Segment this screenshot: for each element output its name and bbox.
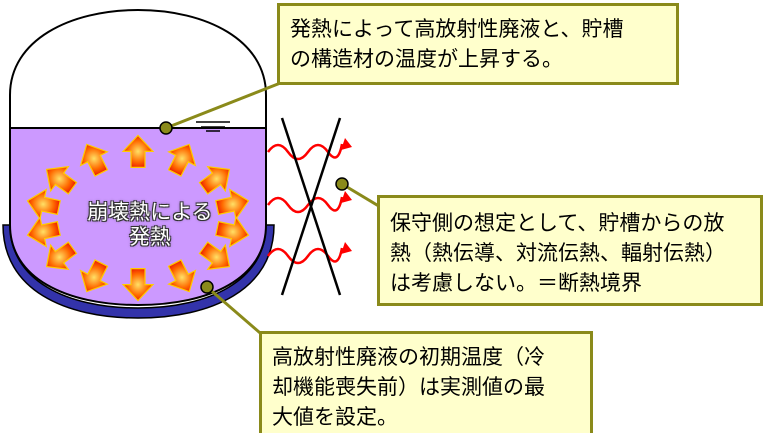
tank-outline — [9, 8, 267, 307]
heat-arrow — [79, 259, 109, 293]
heat-arrow — [121, 134, 155, 168]
heat-arrow — [45, 241, 78, 271]
heat-arrow — [167, 259, 197, 293]
wave-arrowheads — [341, 138, 352, 254]
callout-adiabatic-boundary: 保守側の想定として、貯槽からの放 熱（熱伝導、対流伝熱、輻射伝熱） は考慮しない… — [377, 195, 763, 306]
cross-mark — [280, 117, 342, 296]
decay-heat-arrows — [26, 134, 250, 302]
tank-liquid — [10, 128, 266, 305]
liquid-level-marker — [196, 121, 230, 132]
heat-arrow — [26, 215, 61, 248]
callout-temperature-rise: 発熱によって高放射性廃液と、貯槽 の構造材の温度が上昇する。 — [277, 3, 679, 85]
heat-arrow — [198, 165, 231, 195]
callout-initial-temperature: 高放射性廃液の初期温度（冷 却機能喪失前）は実測値の最 大値を設定。 — [259, 331, 593, 433]
heat-arrow — [26, 188, 61, 221]
heat-release-waves — [266, 143, 344, 265]
tank-jacket — [2, 224, 275, 319]
decay-heat-label: 崩壊熱による 発熱 — [87, 200, 213, 249]
heat-arrow — [215, 215, 250, 248]
heat-arrow — [215, 188, 250, 221]
callout-anchor-dots — [159, 121, 349, 294]
heat-arrow — [45, 165, 78, 195]
heat-arrow — [167, 143, 197, 177]
heat-arrow — [121, 268, 155, 302]
heat-arrow — [198, 241, 231, 271]
heat-arrow — [79, 143, 109, 177]
